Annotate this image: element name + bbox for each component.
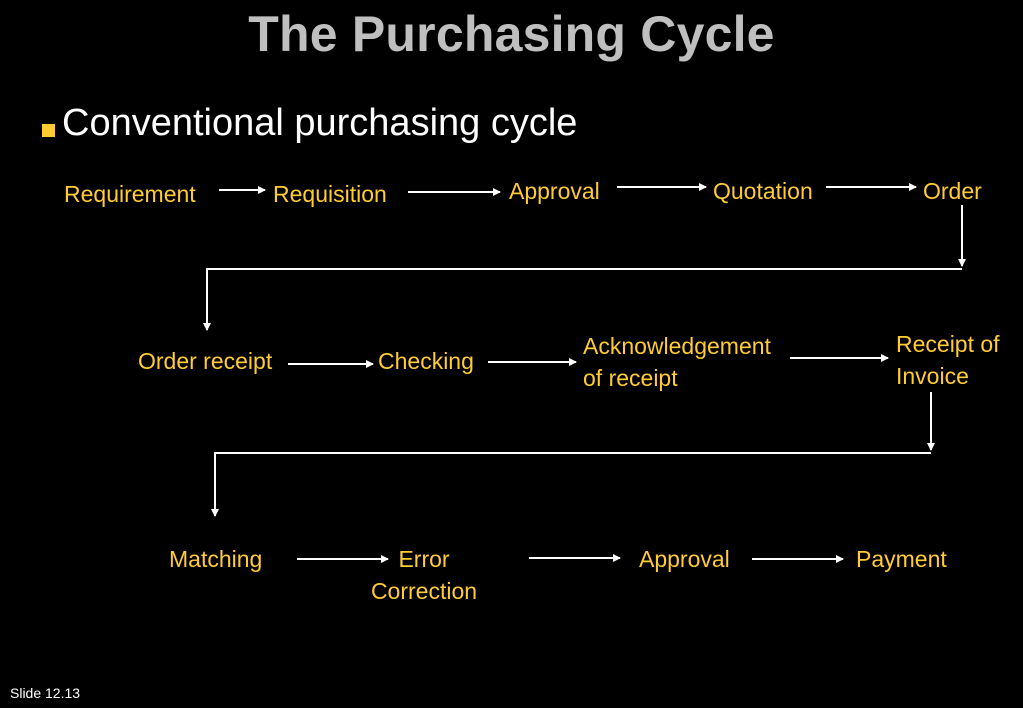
- node-payment: Payment: [856, 546, 947, 572]
- connector-row1-row2: [203, 268, 962, 331]
- node-requisition: Requisition: [273, 181, 387, 207]
- node-quotation: Quotation: [713, 178, 813, 204]
- node-approval-2: Approval: [639, 546, 730, 572]
- node-acknowledgement-line2: of receipt: [583, 365, 678, 391]
- node-checking: Checking: [378, 348, 474, 374]
- node-receipt-of-invoice-line2: Invoice: [896, 363, 969, 389]
- connector-row2-row3: [211, 452, 931, 517]
- bullet-marker: [42, 124, 55, 137]
- node-order-receipt: Order receipt: [138, 348, 273, 374]
- slide-number: Slide 12.13: [10, 685, 81, 701]
- node-approval-1: Approval: [509, 178, 600, 204]
- slide-title: The Purchasing Cycle: [248, 6, 775, 62]
- node-order: Order: [923, 178, 982, 204]
- node-matching: Matching: [169, 546, 263, 572]
- node-error-correction: Error Correction: [359, 543, 489, 607]
- node-receipt-of-invoice-line1: Receipt of: [896, 331, 1000, 357]
- node-requirement: Requirement: [64, 181, 196, 207]
- node-acknowledgement: Acknowledgement of receipt: [583, 330, 771, 394]
- node-error-correction-line1: Error: [398, 546, 450, 572]
- node-error-correction-line2: Correction: [370, 578, 478, 604]
- bullet-text: Conventional purchasing cycle: [62, 102, 578, 144]
- node-receipt-of-invoice: Receipt of Invoice: [896, 328, 1000, 392]
- node-acknowledgement-line1: Acknowledgement: [583, 333, 771, 359]
